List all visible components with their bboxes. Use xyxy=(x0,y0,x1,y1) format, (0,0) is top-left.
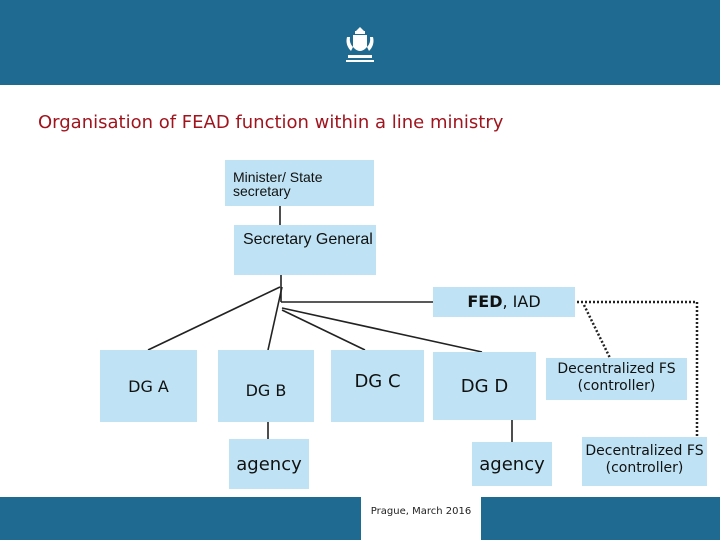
line-to-dgb xyxy=(267,286,283,351)
node-fed-label-bold: FED xyxy=(467,292,503,311)
header-bar xyxy=(0,0,720,85)
footer-date: Prague, March 2016 xyxy=(361,497,481,540)
node-fed-label-rest: , IAD xyxy=(502,292,541,311)
node-dg-d: DG D xyxy=(433,352,536,420)
diagram-title: Organisation of FEAD function within a l… xyxy=(38,112,504,133)
node-decentralized-fs-2: Decentralized FS (controller) xyxy=(582,437,707,486)
node-dg-a: DG A xyxy=(100,350,197,422)
coat-of-arms-icon xyxy=(343,25,377,67)
node-agency-d: agency xyxy=(472,442,552,486)
dotted-fed-fs1 xyxy=(582,304,612,359)
node-decentralized-fs-1: Decentralized FS (controller) xyxy=(546,358,687,400)
line-to-dga xyxy=(147,286,281,351)
node-agency-b: agency xyxy=(229,439,309,489)
line-to-dgc xyxy=(281,309,366,351)
node-dg-c: DG C xyxy=(331,350,424,422)
node-dg-b: DG B xyxy=(218,350,314,422)
node-secretary-general: Secretary General xyxy=(234,225,376,275)
node-fed-iad: FED, IAD xyxy=(433,287,575,317)
footer-bar xyxy=(0,497,720,540)
node-minister: Minister/ State secretary xyxy=(225,160,374,206)
line-to-dgd xyxy=(281,307,483,353)
